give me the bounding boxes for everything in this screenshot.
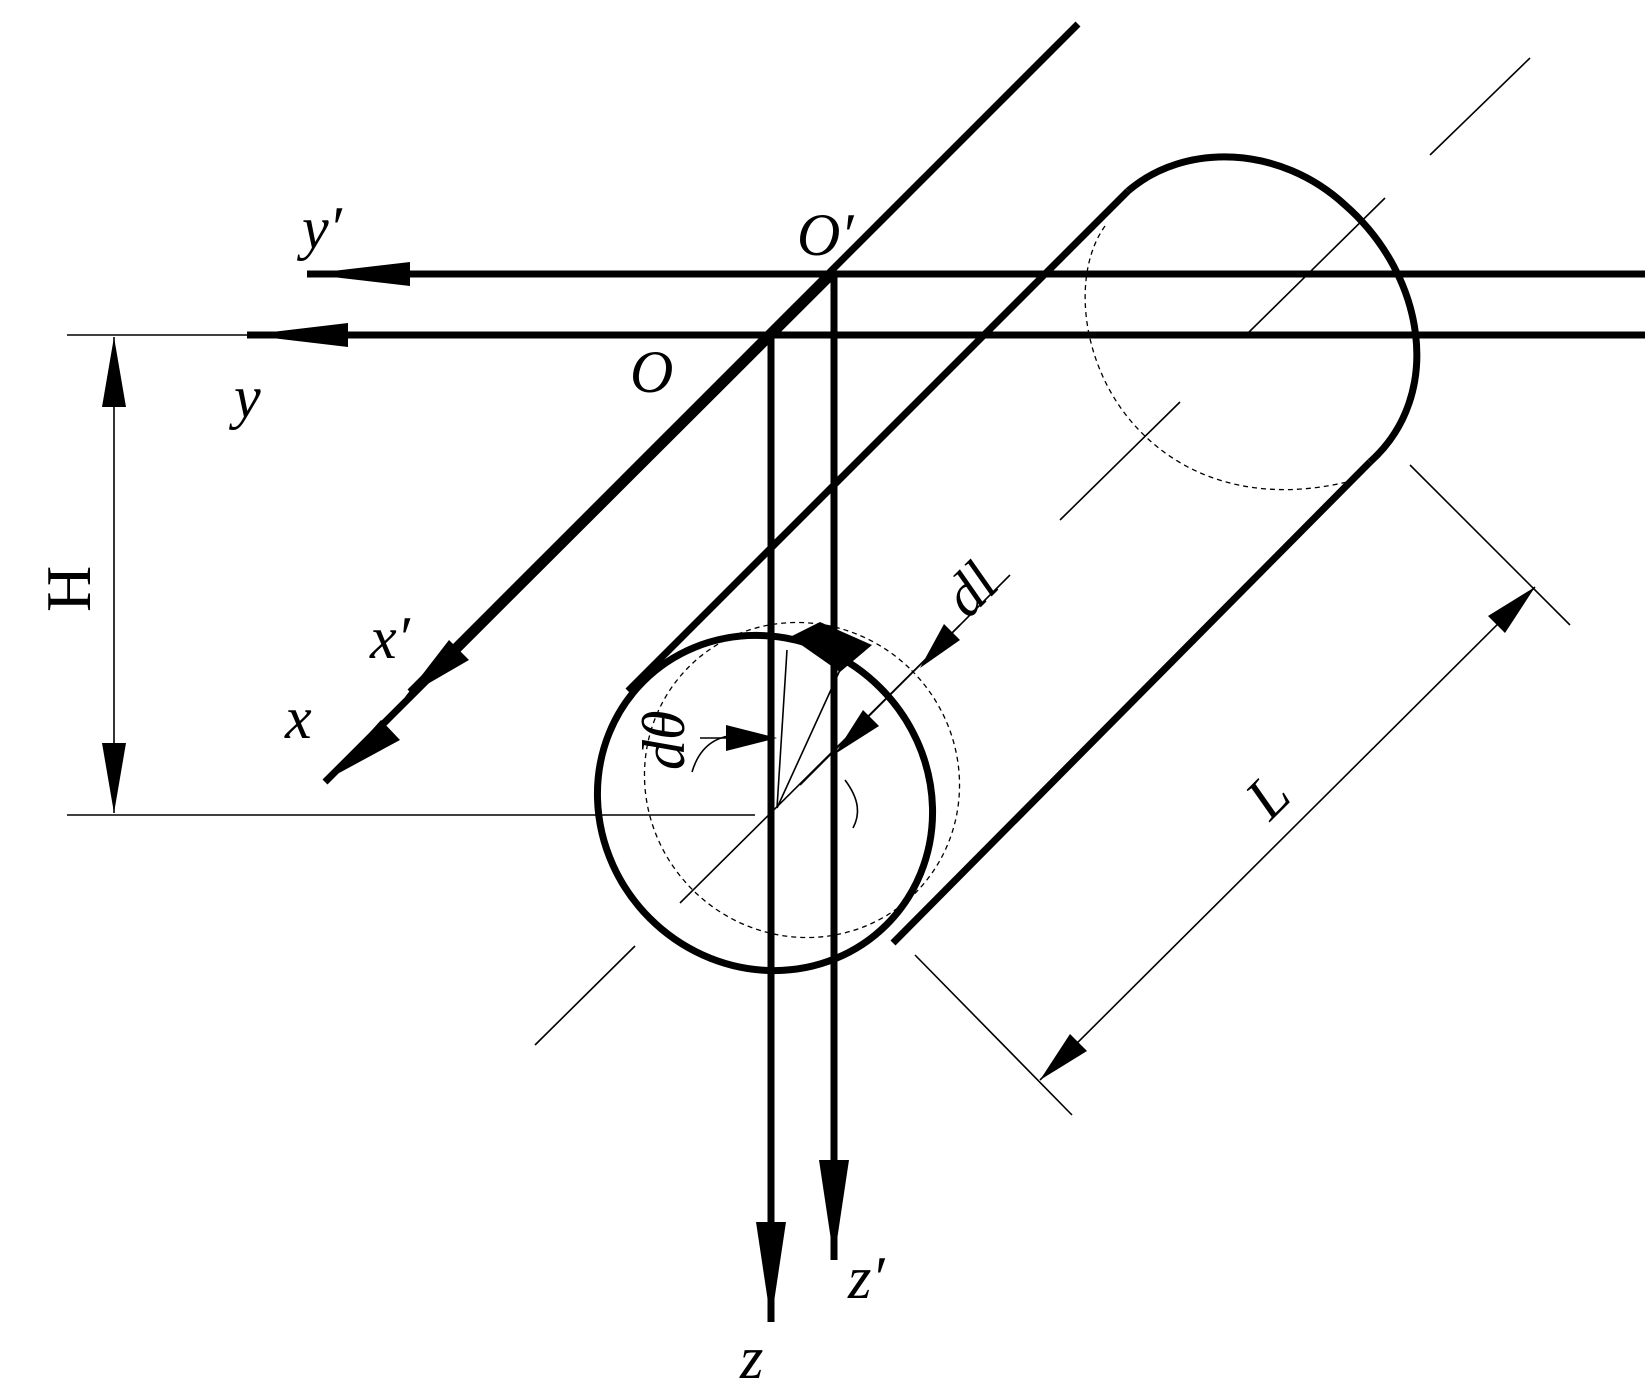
label-x: x: [284, 685, 312, 751]
dimension-l-extension-upper: [1409, 464, 1571, 626]
dimension-l-line: [1039, 586, 1536, 1081]
x-prime-axis-line: [407, 21, 1081, 695]
pipe-axis-line-near: [534, 945, 636, 1046]
dimension-h-top-arrow: [102, 337, 126, 407]
dimension-l-extension-lower: [914, 954, 1073, 1116]
pipe-upper-generatrix: [625, 188, 1131, 694]
dimension-dl-line: [799, 574, 1011, 786]
radius-line-2: [776, 669, 841, 809]
pipe-far-end-dashed-arc: [1084, 225, 1356, 491]
dimension-dl: [700, 574, 1011, 786]
y-prime-axis-arrowhead: [307, 262, 410, 286]
label-y-prime: y′: [296, 195, 343, 261]
angle-arc-small: [844, 779, 859, 829]
dimension-dl-upper-arrow: [920, 624, 960, 668]
pipe-near-end-circle: [593, 631, 937, 975]
dimension-l-lower-arrow: [1040, 1034, 1087, 1080]
label-d-l: dl: [931, 550, 1011, 630]
dimension-l: [914, 464, 1571, 1116]
x-axis-arrowhead: [328, 720, 400, 779]
x-axis-line: [322, 271, 837, 785]
pipe-axis-line-upper: [1059, 401, 1181, 521]
coordinate-axes: [247, 21, 1645, 1322]
pipe-far-end-arc: [1125, 153, 1421, 465]
label-z-prime: z′: [847, 1245, 885, 1311]
y-axis-arrowhead: [247, 323, 348, 347]
pipe-lower-generatrix: [890, 459, 1373, 946]
label-y: y: [228, 364, 261, 430]
label-o: O: [630, 339, 673, 405]
z-prime-axis-arrowhead: [819, 1160, 849, 1260]
label-z: z: [739, 1325, 763, 1387]
pipe-axis-line-top: [1244, 197, 1386, 337]
dimension-l-upper-arrow: [1488, 587, 1535, 633]
label-d-theta: dθ: [631, 711, 697, 770]
label-x-prime: x′: [369, 605, 411, 671]
pipe-cylinder: [534, 57, 1531, 1046]
z-axis-arrowhead: [756, 1222, 786, 1322]
pipe-near-end-dashed-circle: [643, 621, 961, 939]
pipe-axis-line-far: [1429, 57, 1531, 156]
dimension-h-bottom-arrow: [102, 743, 126, 813]
label-h: H: [33, 566, 104, 612]
dtheta-pointer-arrow: [726, 725, 777, 751]
label-o-prime: O′: [797, 202, 854, 268]
radius-line-1: [776, 649, 788, 809]
label-l: L: [1232, 761, 1303, 832]
dimension-h: [67, 334, 755, 816]
dimension-dl-lower-arrow: [835, 710, 879, 754]
